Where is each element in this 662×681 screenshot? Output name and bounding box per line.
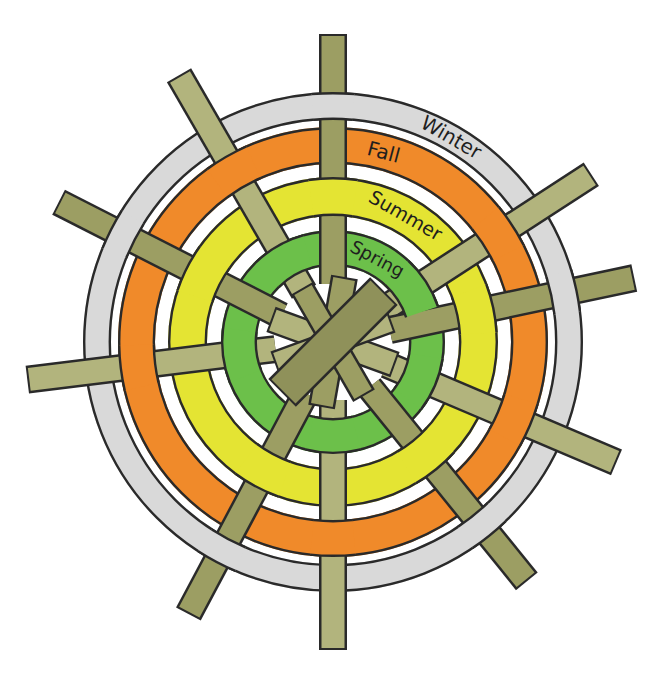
ring-over-outline	[212, 268, 229, 302]
ring-over-outline	[154, 345, 159, 383]
ring-over-spoke	[408, 356, 426, 399]
spoke-stick	[370, 387, 526, 580]
ring-over-outline	[207, 147, 246, 170]
ring-over-outline	[306, 449, 361, 452]
ring-over-spoke	[505, 399, 521, 438]
ring-over-outline	[314, 520, 352, 521]
spoke-outline	[319, 34, 347, 284]
ring-over-spoke	[217, 162, 253, 183]
spoke-outline	[188, 393, 305, 614]
ring-over-outline	[408, 261, 438, 307]
ring-over-outline	[279, 268, 312, 287]
ring-over-outline	[212, 529, 246, 547]
ring-over-spoke	[313, 93, 353, 119]
ring-over-outline	[499, 207, 524, 245]
ring-over-outline	[310, 555, 356, 556]
ring-over-outline	[490, 394, 505, 429]
ring-over-outline	[397, 428, 427, 452]
ring-over-outline	[314, 417, 352, 419]
ring-over-outline	[314, 215, 352, 216]
ring-over-outline	[235, 473, 278, 496]
ring-over-outline	[458, 503, 488, 527]
ring-over-outline	[486, 284, 496, 332]
ring-over-spoke	[407, 440, 441, 468]
ring-over-outline	[571, 270, 580, 312]
ring-over-spoke	[137, 345, 142, 387]
weave-group	[102, 93, 579, 571]
ring-over-outline	[472, 521, 505, 548]
centre-stick	[284, 293, 383, 392]
ring-over-outline	[416, 452, 454, 483]
ring-over-outline	[119, 345, 125, 390]
ring-over-spoke	[469, 291, 478, 334]
ring-over-spoke	[485, 218, 508, 253]
ring-over-outline	[314, 118, 352, 121]
ring-over-outline	[227, 178, 260, 197]
ring-over-outline	[421, 359, 442, 409]
spoke-group	[27, 34, 634, 650]
ring-over-outline	[198, 551, 236, 571]
centre-sticks	[271, 277, 395, 407]
ring-over-outline	[452, 297, 460, 334]
ring-over-outline	[257, 444, 291, 462]
ring-over-outline	[547, 277, 555, 314]
ring-over-spoke	[312, 537, 354, 538]
ring-over-outline	[308, 178, 357, 180]
ring-over-spoke	[195, 257, 215, 296]
centre-stick-outline	[282, 291, 384, 393]
ring-over-outline	[472, 229, 493, 261]
ring-over-outline	[126, 224, 143, 258]
ring-over-spoke	[559, 273, 567, 312]
ring-over-outline	[178, 247, 200, 291]
ring-over-spoke	[239, 330, 245, 376]
ring-over-spoke	[246, 459, 285, 480]
ring-over-outline	[256, 332, 261, 370]
ring-over-outline	[312, 92, 355, 95]
spoke-stick	[189, 393, 305, 612]
ring-over-outline	[520, 404, 538, 446]
ring-over-outline	[102, 211, 121, 249]
ring-over-outline	[256, 235, 303, 262]
ring-over-outline	[222, 328, 230, 382]
ring-over-spoke	[310, 433, 357, 436]
spoke-outline	[370, 387, 527, 581]
spoke-stick	[322, 36, 345, 284]
ring-over-spoke	[311, 196, 355, 198]
